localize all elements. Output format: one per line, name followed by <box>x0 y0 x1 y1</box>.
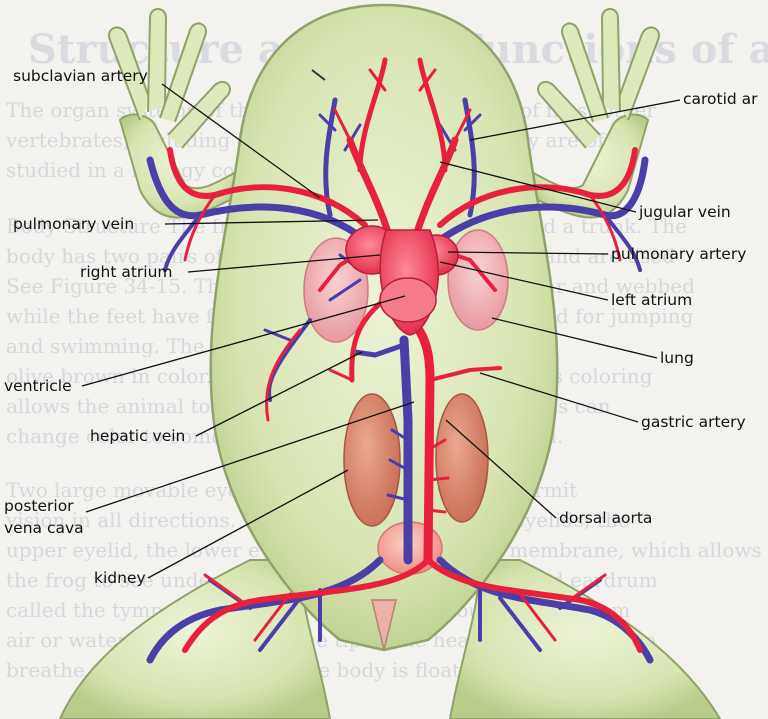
label-posterior-vena-cava-line1: posterior <box>4 496 74 516</box>
label-ventricle: ventricle <box>4 376 72 396</box>
label-subclavian-artery: subclavian artery <box>13 66 148 86</box>
label-dorsal-aorta: dorsal aorta <box>559 508 652 528</box>
label-left-atrium: left atrium <box>611 290 692 310</box>
label-hepatic-vein: hepatic vein <box>90 426 185 446</box>
label-gastric-artery: gastric artery <box>641 412 746 432</box>
frog-body <box>60 5 720 719</box>
label-jugular-vein: jugular vein <box>639 202 731 222</box>
label-kidney: kidney <box>94 568 146 588</box>
label-lung: lung <box>660 348 694 368</box>
label-pulmonary-artery: pulmonary artery <box>611 244 746 264</box>
label-posterior-vena-cava-line2: vena cava <box>4 518 84 538</box>
label-pulmonary-vein: pulmonary vein <box>13 214 134 234</box>
label-right-atrium: right atrium <box>80 262 173 282</box>
label-carotid-artery: carotid ar <box>683 89 758 109</box>
